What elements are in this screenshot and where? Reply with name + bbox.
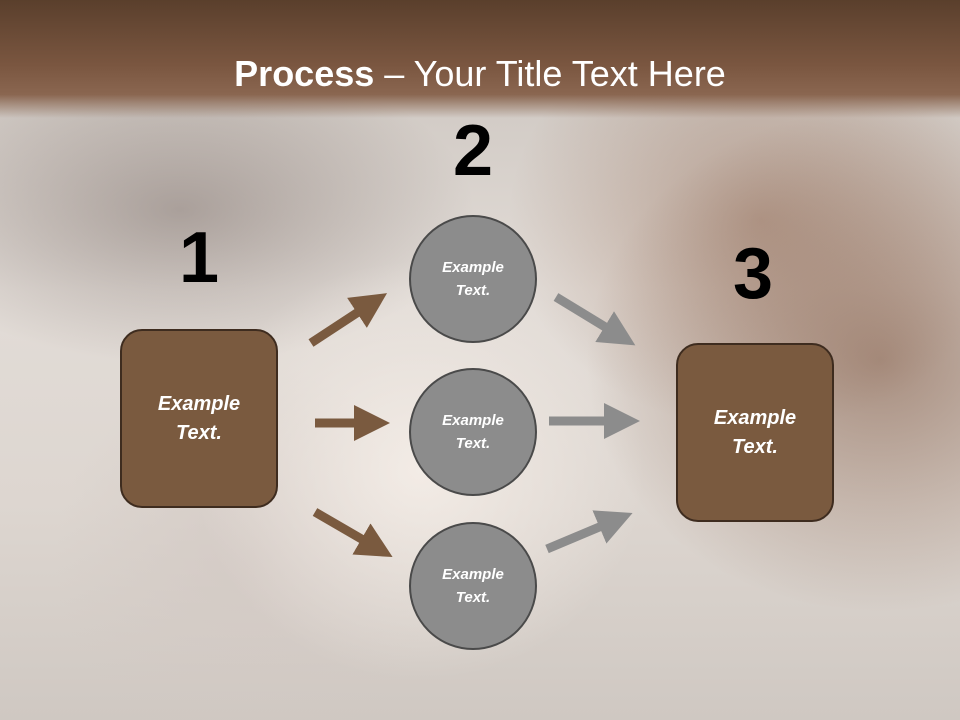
title-banner: [0, 0, 960, 118]
title-bold: Process: [234, 53, 375, 94]
right-box-line1: Example: [713, 406, 797, 429]
left-process-box: Example Text.: [120, 329, 278, 508]
left-box-line2: Text.: [176, 421, 222, 444]
arrow-from-circle-1: [553, 293, 636, 346]
arrow-from-circle-3: [545, 510, 633, 554]
circle-2-line2: Text.: [455, 435, 491, 452]
arrow-to-circle-3: [312, 508, 393, 558]
process-circle-1: Example Text.: [409, 215, 537, 343]
step-number-2: 2: [452, 111, 494, 191]
process-circle-2: Example Text.: [409, 368, 537, 496]
circle-3-line1: Example: [442, 566, 504, 583]
step-number-1: 1: [178, 218, 220, 298]
step-number-3: 3: [732, 234, 774, 314]
right-process-box: Example Text.: [676, 343, 834, 522]
process-circle-3: Example Text.: [409, 522, 537, 650]
circle-3-line2: Text.: [455, 589, 491, 606]
slide-title: Process – Your Title Text Here: [0, 52, 960, 96]
arrow-to-circle-1: [308, 293, 388, 347]
right-box-line2: Text.: [732, 435, 778, 458]
circle-1-line2: Text.: [455, 282, 491, 299]
title-rest: – Your Title Text Here: [374, 53, 726, 94]
circle-1-line1: Example: [442, 259, 504, 276]
circle-2-line1: Example: [442, 412, 504, 429]
left-box-line1: Example: [157, 392, 241, 415]
